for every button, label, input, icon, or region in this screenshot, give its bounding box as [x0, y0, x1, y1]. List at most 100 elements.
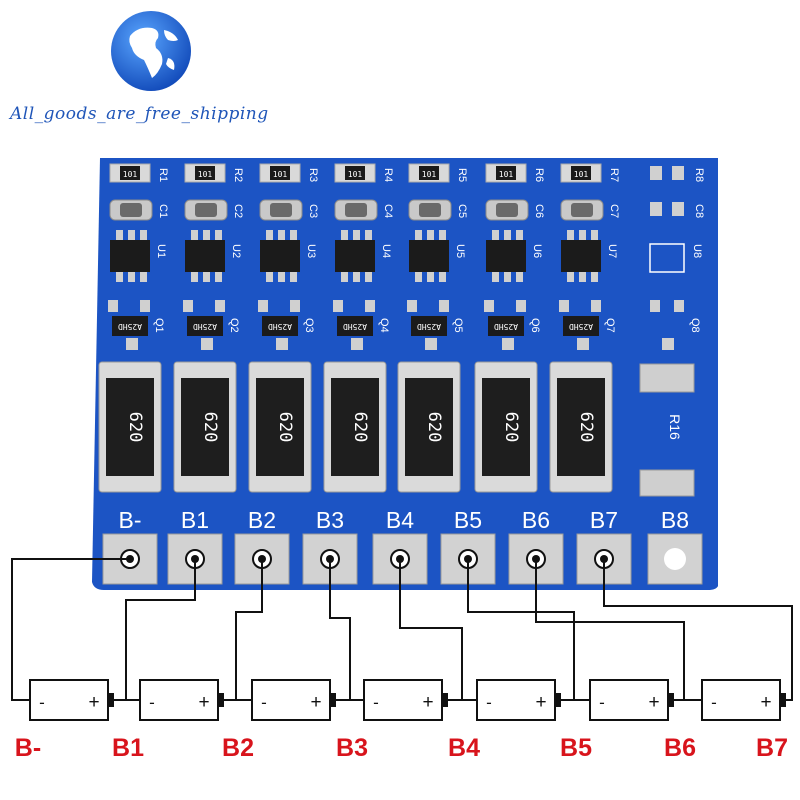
power-resistor-marking: 620 [125, 412, 145, 443]
ic-pin [203, 230, 210, 242]
ic-label: U4 [380, 244, 392, 258]
capacitor-label: C4 [382, 204, 394, 218]
pad [258, 300, 268, 312]
ic-pin [353, 270, 360, 282]
pad [333, 300, 343, 312]
resistor-label: R7 [608, 168, 620, 182]
transistor-tab [502, 338, 514, 350]
battery-plus: + [198, 692, 209, 713]
wire-5 [467, 559, 590, 701]
resistor-pad [639, 469, 695, 497]
pad [484, 300, 494, 312]
wire-4 [399, 559, 477, 701]
ic-chip [185, 240, 225, 272]
ic-label: U1 [155, 244, 167, 258]
capacitor-body [419, 203, 441, 217]
ic-pin [341, 230, 348, 242]
power-resistor-body [557, 378, 605, 476]
transistor-tab [577, 338, 589, 350]
transistor-marking: A25HD [569, 322, 593, 331]
battery-4: -+ [363, 679, 448, 721]
ic-pin [278, 270, 285, 282]
battery-plus: + [310, 692, 321, 713]
transistor-label: Q4 [378, 318, 390, 333]
ic-pin [415, 270, 422, 282]
pad [672, 166, 684, 180]
transistor-label: Q2 [228, 318, 240, 333]
ic-chip [409, 240, 449, 272]
capacitor-label: C5 [456, 204, 468, 218]
small-resistor-marking: 101 [198, 170, 213, 179]
resistor-label: R8 [693, 168, 705, 182]
power-resistor-body [181, 378, 229, 476]
power-resistor-body [331, 378, 379, 476]
battery-3: -+ [251, 679, 336, 721]
ic-pin [128, 270, 135, 282]
pad [559, 300, 569, 312]
transistor-tab [425, 338, 437, 350]
ic-pin [341, 270, 348, 282]
ic-pin [365, 270, 372, 282]
battery-body [363, 679, 443, 721]
ic-pin [215, 230, 222, 242]
battery-plus: + [422, 692, 433, 713]
transistor-tab [351, 338, 363, 350]
capacitor-label: C3 [307, 204, 319, 218]
battery-terminal [330, 693, 336, 707]
battery-terminal [442, 693, 448, 707]
wire-3 [329, 559, 364, 701]
capacitor-label: C7 [608, 204, 620, 218]
power-resistor-body [482, 378, 530, 476]
ic-pin [266, 270, 273, 282]
small-resistor-marking: 101 [273, 170, 288, 179]
transistor [563, 316, 599, 336]
battery-body [589, 679, 669, 721]
battery-minus: - [486, 693, 492, 712]
small-resistor-body [345, 166, 365, 180]
ic-pin [492, 270, 499, 282]
capacitor-body [345, 203, 367, 217]
transistor [112, 316, 148, 336]
power-resistor-body [106, 378, 154, 476]
resistor-label: R2 [232, 168, 244, 182]
ic-pin [567, 270, 574, 282]
ic-chip [335, 240, 375, 272]
ic-pin [266, 230, 273, 242]
ic-pin [191, 230, 198, 242]
ic-pin [353, 230, 360, 242]
ic-pin [140, 270, 147, 282]
bottom-label: B2 [222, 734, 254, 762]
capacitor-body [270, 203, 292, 217]
pad [439, 300, 449, 312]
capacitor-label: C1 [157, 204, 169, 218]
battery-body [251, 679, 331, 721]
small-resistor-body [120, 166, 140, 180]
bottom-label: B1 [112, 734, 144, 762]
ic-label: U7 [606, 244, 618, 258]
wire-0 [11, 558, 130, 701]
transistor-marking: A25HD [494, 322, 518, 331]
transistor-label: Q1 [153, 318, 165, 333]
battery-row: -+-+-+-+-+-+-+ [29, 679, 786, 721]
bottom-label: B6 [664, 734, 696, 762]
capacitor-body [120, 203, 142, 217]
ic-pin [116, 270, 123, 282]
power-resistor-marking: 620 [424, 412, 444, 443]
small-resistor-marking: 101 [574, 170, 589, 179]
store-name: All_goods_are_free_shipping [10, 104, 269, 124]
small-resistor-body [571, 166, 591, 180]
small-resistor-marking: 101 [499, 170, 514, 179]
transistor-label: Q5 [452, 318, 464, 333]
capacitor-label: C8 [693, 204, 705, 218]
ic-pin [591, 230, 598, 242]
ic-label: U6 [531, 244, 543, 258]
ic-pin [290, 230, 297, 242]
ic-pin [516, 230, 523, 242]
ic-pin [516, 270, 523, 282]
resistor-label: R4 [382, 168, 394, 182]
power-resistor-marking: 620 [501, 412, 521, 443]
